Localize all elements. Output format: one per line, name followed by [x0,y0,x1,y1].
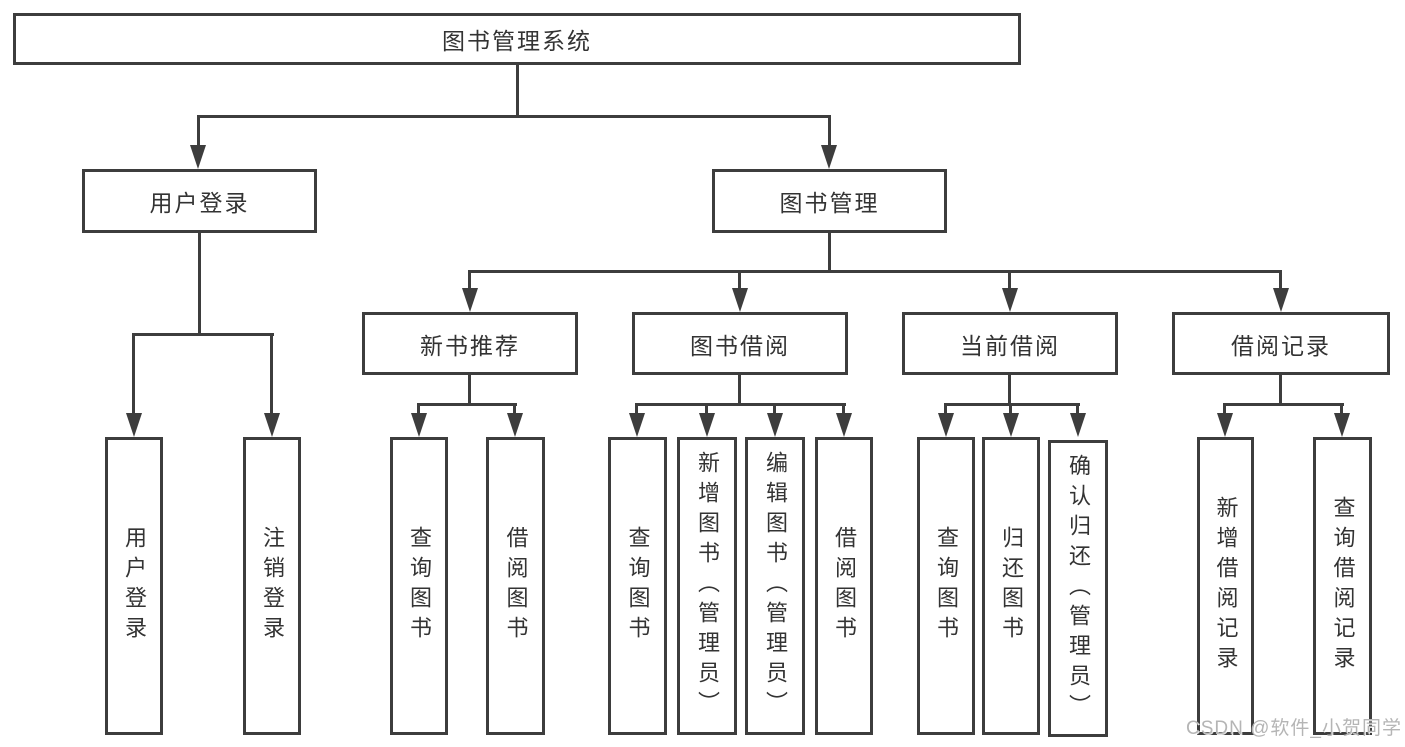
arrow-down-icon [938,413,954,437]
connector-stem [1279,375,1282,406]
leaf-edit-books-admin: 编辑图书（管理员） [745,437,805,735]
connector-stem [738,270,741,290]
connector-stem [513,403,516,417]
connector-stem [468,270,471,290]
arrow-down-icon [699,413,715,437]
connector-stem [1076,403,1079,417]
node-label: 确认归还（管理员） [1066,453,1091,724]
leaf-borrow-books: 借阅图书 [815,437,873,735]
connector-stem [270,333,273,415]
node-borrowing-records: 借阅记录 [1172,312,1390,375]
connector-stem [738,375,741,406]
arrow-down-icon [264,413,280,437]
leaf-return-books: 归还图书 [982,437,1040,735]
arrow-down-icon [1334,413,1350,437]
node-label: 借阅图书 [832,526,857,646]
node-label: 编辑图书（管理员） [763,451,788,721]
connector-root-stem [516,65,519,118]
node-label: 查询图书 [625,526,651,646]
connector-stem [705,403,708,417]
node-label: 查询借阅记录 [1330,496,1356,676]
arrow-down-icon [821,145,837,169]
connector-book-mgmt-rail [468,270,1282,273]
node-user-login-branch: 用户登录 [82,169,317,233]
arrow-down-icon [1070,413,1086,437]
connector-root-rail [197,115,831,118]
arrow-down-icon [1002,288,1018,312]
arrow-down-icon [507,413,523,437]
leaf-user-login: 用户登录 [105,437,163,735]
connector-stem [1279,270,1282,290]
arrow-down-icon [190,145,206,169]
connector-stem [635,403,638,417]
connector-stem [1223,403,1226,417]
connector-stem [468,375,471,406]
connector-stem [197,115,200,147]
connector-stem [1009,403,1012,417]
node-current-borrowing: 当前借阅 [902,312,1118,375]
node-label: 新增借阅记录 [1213,496,1239,676]
arrow-down-icon [1273,288,1289,312]
leaf-recommend-borrow-books: 借阅图书 [486,437,545,735]
connector-stem [944,403,947,417]
node-label: 图书管理系统 [442,28,592,54]
arrow-down-icon [1003,413,1019,437]
node-label: 查询图书 [407,526,432,646]
arrow-down-icon [1217,413,1233,437]
node-label: 新增图书（管理员） [695,451,720,721]
leaf-borrow-query-books: 查询图书 [608,437,667,735]
leaf-query-borrow-record: 查询借阅记录 [1313,437,1372,735]
node-label: 注销登录 [260,526,285,646]
connector-stem [773,403,776,417]
connector-stem [1008,270,1011,290]
arrow-down-icon [732,288,748,312]
arrow-down-icon [126,413,142,437]
node-book-borrowing: 图书借阅 [632,312,848,375]
connector-rail [417,403,517,406]
node-book-management-branch: 图书管理 [712,169,947,233]
leaf-logout: 注销登录 [243,437,301,735]
connector-stem [828,115,831,147]
connector-stem [1008,375,1011,406]
arrow-down-icon [462,288,478,312]
node-label: 当前借阅 [960,332,1060,359]
connector-rail [1223,403,1344,406]
arrow-down-icon [836,413,852,437]
connector-stem [842,403,845,417]
csdn-watermark: CSDN @软件_小贺同学 [1186,718,1402,739]
arrow-down-icon [629,413,645,437]
node-new-book-recommendation: 新书推荐 [362,312,578,375]
connector-user-login-stem [198,233,201,336]
node-library-management-system: 图书管理系统 [13,13,1021,65]
node-label: 用户登录 [149,190,250,216]
node-label: 查询图书 [934,526,959,646]
arrow-down-icon [767,413,783,437]
arrow-down-icon [411,413,427,437]
leaf-current-query-books: 查询图书 [917,437,975,735]
node-label: 新书推荐 [420,332,520,359]
connector-stem [1340,403,1343,417]
connector-book-mgmt-stem [828,233,831,273]
connector-rail [635,403,846,406]
node-label: 借阅图书 [503,526,529,646]
node-label: 用户登录 [122,526,147,646]
connector-stem [417,403,420,417]
connector-stem [132,333,135,415]
node-label: 图书管理 [779,190,880,216]
leaf-add-books-admin: 新增图书（管理员） [677,437,737,735]
connector-user-login-rail [132,333,274,336]
node-label: 借阅记录 [1231,332,1331,359]
node-label: 归还图书 [999,526,1024,646]
leaf-recommend-query-books: 查询图书 [390,437,448,735]
node-label: 图书借阅 [690,332,790,359]
leaf-add-borrow-record: 新增借阅记录 [1197,437,1254,735]
connector-rail [944,403,1080,406]
leaf-confirm-return-admin: 确认归还（管理员） [1048,440,1108,737]
